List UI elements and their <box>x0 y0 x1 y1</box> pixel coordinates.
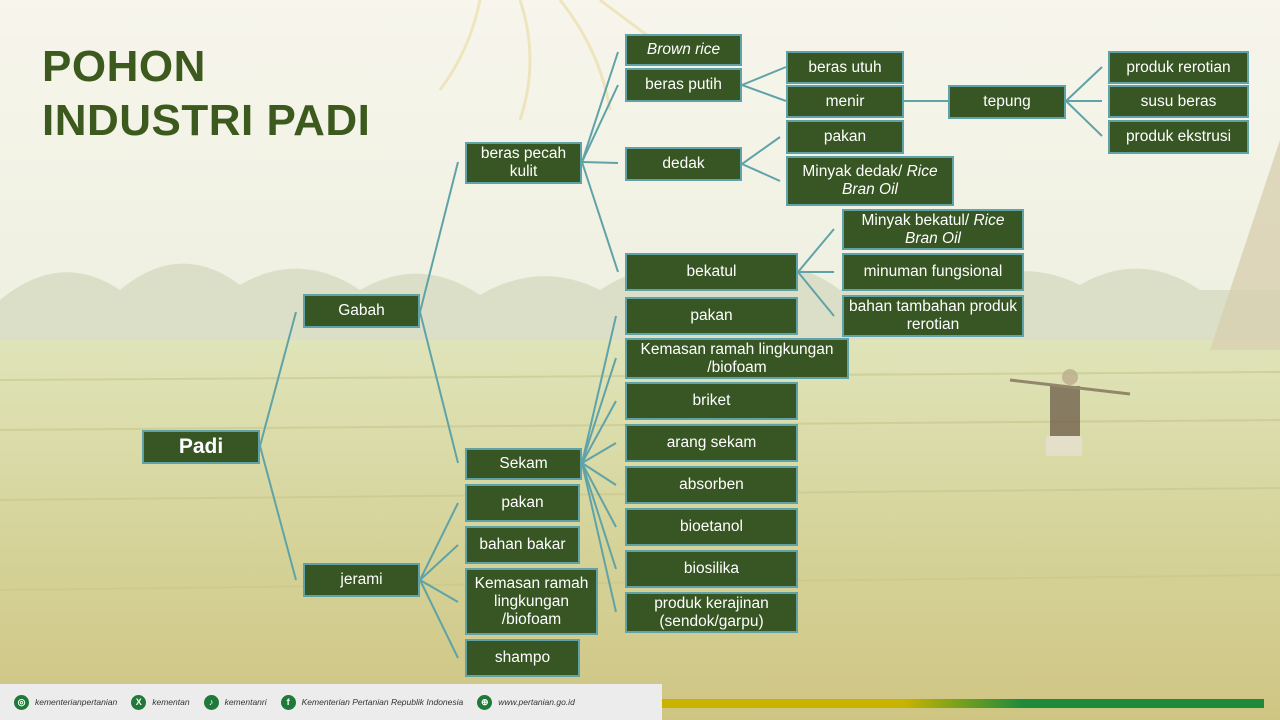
node-sekam-pakan: pakan <box>625 297 798 335</box>
node-label: Sekam <box>499 455 548 472</box>
node-biosilika: biosilika <box>625 550 798 588</box>
node-label: Padi <box>178 435 224 458</box>
node-sekam-kemasan: Kemasan ramah lingkungan /biofoam <box>625 338 849 379</box>
facebook-icon: f <box>280 694 296 710</box>
footer-facebook-label: Kementerian Pertanian Republik Indonesia <box>301 697 464 707</box>
node-tepung: tepung <box>948 85 1066 119</box>
node-label: menir <box>825 92 865 110</box>
node-jerami-kemasan: Kemasan ramah lingkungan /biofoam <box>465 568 598 635</box>
node-label-prefix: Minyak dedak/ <box>802 163 907 180</box>
node-label: jerami <box>340 571 383 588</box>
node-brown-rice: Brown rice <box>625 34 742 66</box>
node-menir: menir <box>786 85 904 118</box>
footer-x[interactable]: X kementan <box>131 694 190 710</box>
node-label: minuman fungsional <box>863 263 1003 280</box>
footer-instagram[interactable]: ◎ kementerianpertanian <box>14 694 118 710</box>
node-shampo: shampo <box>465 639 580 677</box>
page-title: POHON INDUSTRI PADI <box>42 40 370 148</box>
node-label: beras putih <box>645 76 722 93</box>
node-label: beras pecah kulit <box>480 145 567 180</box>
node-label: dedak <box>662 155 705 172</box>
node-label: tepung <box>983 93 1031 110</box>
node-label: Minyak dedak/ Rice Bran Oil <box>792 163 948 199</box>
node-label: pakan <box>501 494 544 511</box>
node-jerami-pakan: pakan <box>465 484 580 522</box>
node-beras-utuh: beras utuh <box>786 51 904 84</box>
footer-web[interactable]: ⊕ www.pertanian.go.id <box>477 694 575 710</box>
node-label: pakan <box>823 128 867 145</box>
node-bioetanol: bioetanol <box>625 508 798 546</box>
footer-tiktok[interactable]: ♪ kementanri <box>203 694 267 710</box>
node-beras-putih: beras putih <box>625 68 742 102</box>
node-label: produk rerotian <box>1126 58 1231 76</box>
node-label-italic: Rice Bran Oil <box>905 211 1005 247</box>
social-footer: ◎ kementerianpertanian X kementan ♪ keme… <box>0 684 662 720</box>
node-label: Minyak bekatul/ Rice Bran Oil <box>848 212 1018 248</box>
node-bahan-bakar: bahan bakar <box>465 526 580 564</box>
node-label: absorben <box>679 476 744 493</box>
node-label-prefix: Minyak bekatul/ <box>861 211 974 229</box>
node-padi: Padi <box>142 430 260 464</box>
node-label: pakan <box>690 307 733 324</box>
node-label: arang sekam <box>666 434 757 451</box>
node-label: bioetanol <box>680 518 743 535</box>
footer-tiktok-label: kementanri <box>224 697 267 707</box>
node-label: produk kerajinan (sendok/garpu) <box>654 594 769 630</box>
node-absorben: absorben <box>625 466 798 504</box>
node-label: Kemasan ramah lingkungan /biofoam <box>474 574 589 628</box>
node-label: briket <box>692 392 731 409</box>
node-minuman-fungsional: minuman fungsional <box>842 253 1024 291</box>
footer-facebook[interactable]: f Kementerian Pertanian Republik Indones… <box>280 694 464 710</box>
x-icon: X <box>131 694 147 710</box>
node-label: Gabah <box>338 302 385 319</box>
node-bekatul: bekatul <box>625 253 798 291</box>
node-beras-pecah-kulit: beras pecah kulit <box>465 142 582 184</box>
node-jerami: jerami <box>303 563 420 597</box>
node-label: produk ekstrusi <box>1125 128 1232 145</box>
instagram-icon: ◎ <box>14 694 29 710</box>
tiktok-icon: ♪ <box>203 694 219 710</box>
node-dedak: dedak <box>625 147 742 181</box>
node-dedak-pakan: pakan <box>786 120 904 154</box>
node-label: beras utuh <box>808 58 882 76</box>
node-label: Brown rice <box>646 41 721 58</box>
title-line-2: INDUSTRI PADI <box>42 96 371 145</box>
node-label: susu beras <box>1140 92 1217 110</box>
footer-color-stripe <box>662 699 1264 708</box>
node-label: biosilika <box>683 560 740 577</box>
node-sekam: Sekam <box>465 448 582 480</box>
node-label: bahan bakar <box>479 536 566 553</box>
node-label: Kemasan ramah lingkungan /biofoam <box>640 340 834 376</box>
node-produk-rerotian: produk rerotian <box>1108 51 1249 84</box>
footer-web-label: www.pertanian.go.id <box>498 697 575 707</box>
node-produk-ekstrusi: produk ekstrusi <box>1108 120 1249 154</box>
node-label: bahan tambahan produk rerotian <box>848 298 1018 333</box>
node-arang-sekam: arang sekam <box>625 424 798 462</box>
footer-x-label: kementan <box>152 697 190 707</box>
node-minyak-bekatul: Minyak bekatul/ Rice Bran Oil <box>842 209 1024 250</box>
globe-icon: ⊕ <box>477 694 493 710</box>
node-produk-kerajinan: produk kerajinan (sendok/garpu) <box>625 592 798 633</box>
node-label-italic: Rice Bran Oil <box>842 163 938 198</box>
node-susu-beras: susu beras <box>1108 85 1249 118</box>
title-line-1: POHON <box>42 42 206 91</box>
node-gabah: Gabah <box>303 294 420 328</box>
node-briket: briket <box>625 382 798 420</box>
footer-instagram-label: kementerianpertanian <box>35 697 118 707</box>
node-bahan-tambahan: bahan tambahan produk rerotian <box>842 295 1024 337</box>
node-label: bekatul <box>686 263 737 280</box>
node-minyak-dedak: Minyak dedak/ Rice Bran Oil <box>786 156 954 206</box>
node-label: shampo <box>494 649 551 666</box>
